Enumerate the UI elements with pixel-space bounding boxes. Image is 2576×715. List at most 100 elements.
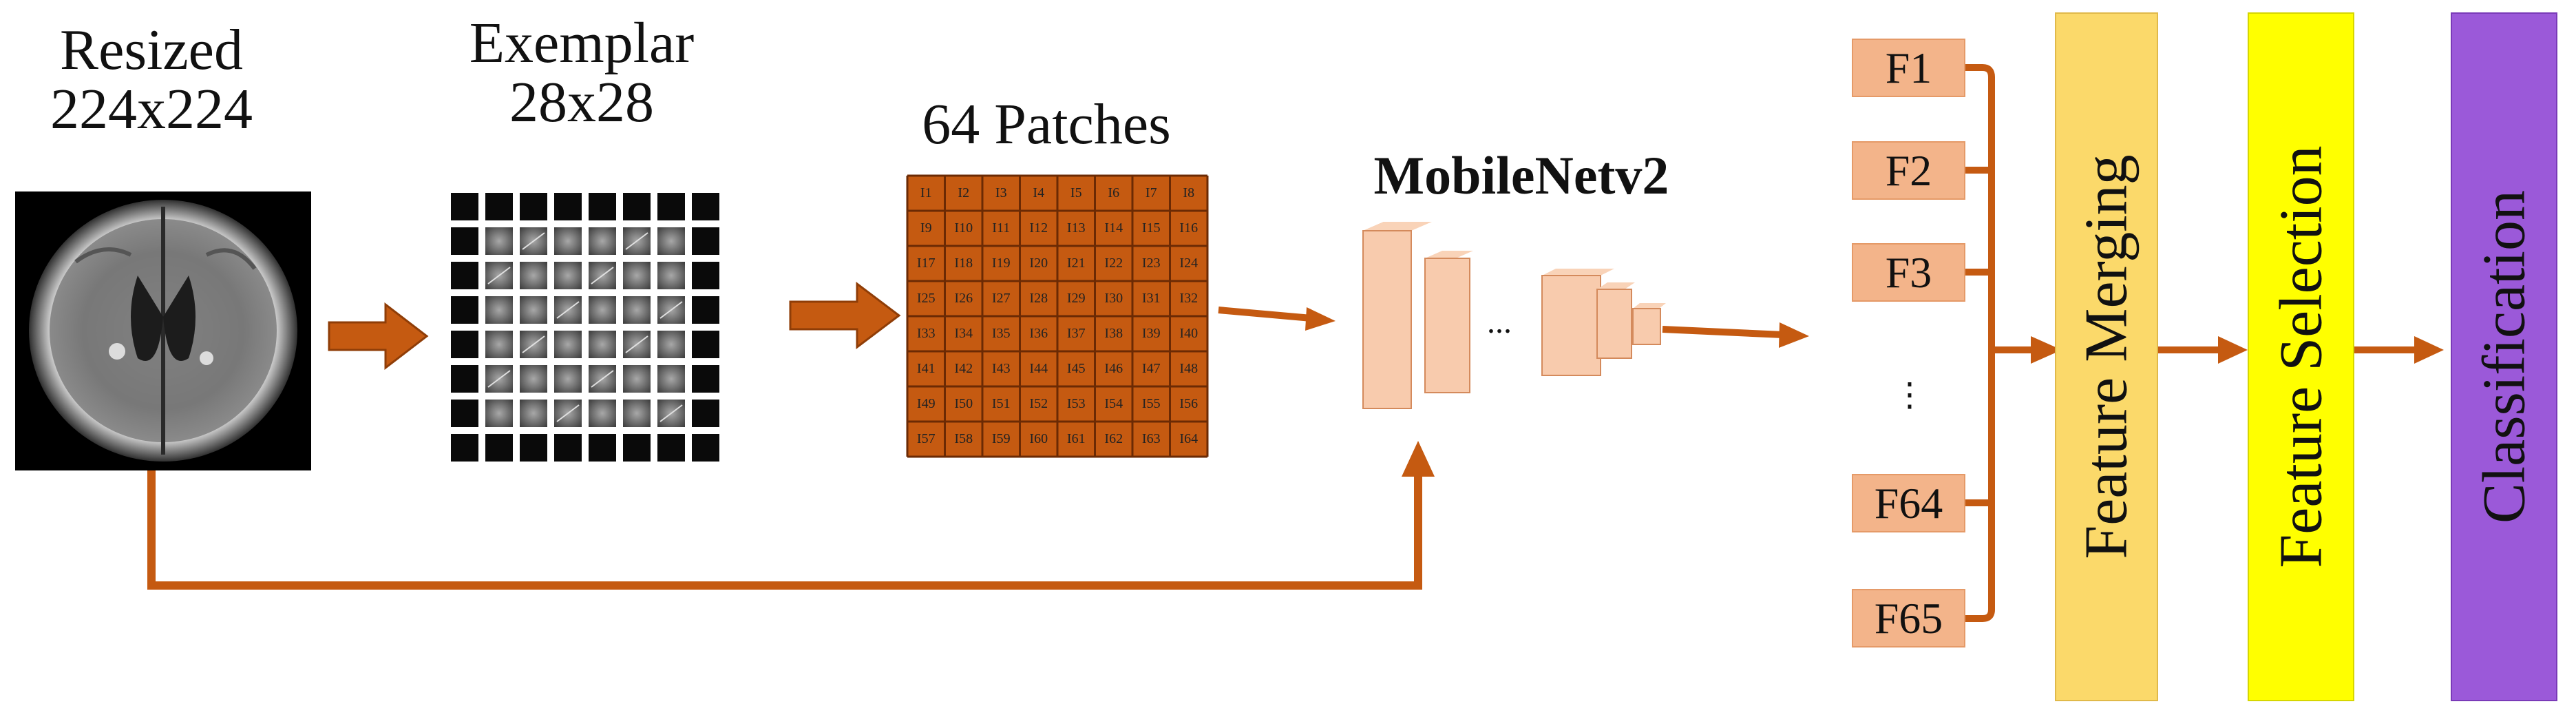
exemplar-tile <box>520 434 547 462</box>
patch-cell-label: I10 <box>954 220 973 236</box>
patch-cell-label: I13 <box>1066 220 1086 236</box>
feature-box-f1: F1 <box>1852 39 1965 97</box>
exemplar-title-line1: Exemplar <box>469 11 695 75</box>
patch-cell-label: I54 <box>1104 396 1123 411</box>
exemplar-texture <box>625 335 648 353</box>
patch-cell-label: I55 <box>1141 396 1161 411</box>
exemplar-tile <box>485 434 513 462</box>
exemplar-texture <box>487 267 511 284</box>
exemplar-tile <box>554 434 582 462</box>
patch-cell-label: I33 <box>916 326 936 341</box>
exemplar-texture <box>556 404 580 422</box>
mri-brain-image <box>15 191 311 470</box>
exemplar-tile <box>554 262 582 289</box>
exemplar-texture <box>487 370 511 388</box>
patch-cell-label: I64 <box>1179 431 1199 446</box>
exemplar-tile <box>485 400 513 427</box>
classification-block: Classification <box>2451 12 2557 701</box>
patch-cell-label: I25 <box>916 291 936 306</box>
exemplar-tile <box>485 227 513 255</box>
patch-cell-label: I51 <box>991 396 1011 411</box>
exemplar-texture <box>625 232 648 250</box>
exemplar-tile <box>692 434 719 462</box>
patch-cell-label: I21 <box>1066 256 1086 271</box>
exemplar-tile <box>589 331 616 358</box>
patch-cell-label: I61 <box>1066 431 1086 446</box>
exemplar-texture <box>591 267 614 284</box>
patch-cell-label: I18 <box>954 256 973 271</box>
exemplar-tile <box>520 365 547 393</box>
patch-cell-label: I53 <box>1066 396 1086 411</box>
patch-cell-label: I11 <box>992 220 1011 236</box>
network-ellipsis: ... <box>1487 304 1512 340</box>
exemplar-tile <box>485 331 513 358</box>
exemplar-tile <box>657 365 685 393</box>
patch-cell-label: I32 <box>1179 291 1199 306</box>
exemplar-tile <box>692 262 719 289</box>
patch-cell-label: I59 <box>991 431 1011 446</box>
patch-cell-label: I28 <box>1029 291 1048 306</box>
classification-label: Classification <box>2471 190 2537 524</box>
feature-merging-block: Feature Merging <box>2055 12 2158 701</box>
exemplar-tile <box>451 262 478 289</box>
patch-cell-label: I2 <box>958 185 970 200</box>
patch-cell-label: I4 <box>1033 185 1045 200</box>
feature-box-f2: F2 <box>1852 141 1965 200</box>
patch-cell-label: I12 <box>1029 220 1048 236</box>
patch-cell-label: I47 <box>1141 361 1161 376</box>
exemplar-texture <box>556 301 580 319</box>
exemplar-tile <box>623 434 651 462</box>
exemplar-tile <box>692 296 719 324</box>
patch-cell-label: I43 <box>991 361 1011 376</box>
feature-merging-label: Feature Merging <box>2073 154 2140 559</box>
exemplar-tile <box>657 193 685 220</box>
exemplar-tile <box>451 400 478 427</box>
exemplar-tile <box>451 434 478 462</box>
arrow-merging-to-selection <box>2155 336 2248 364</box>
patch-cell-label: I49 <box>916 396 936 411</box>
exemplar-texture <box>522 232 545 250</box>
exemplar-tile <box>520 400 547 427</box>
exemplar-tile <box>554 227 582 255</box>
patches-title: 64 Patches <box>922 92 1171 156</box>
exemplar-texture <box>522 335 545 353</box>
arrow-patches-to-network <box>1218 307 1335 331</box>
feature-box-f65: F65 <box>1852 589 1965 647</box>
exemplar-texture <box>591 370 614 388</box>
patch-cell-label: I20 <box>1029 256 1048 271</box>
exemplar-title: Exemplar 28x28 <box>427 14 737 132</box>
exemplar-tile <box>692 331 719 358</box>
exemplar-tile <box>623 400 651 427</box>
exemplar-tile <box>657 434 685 462</box>
exemplar-tile <box>623 365 651 393</box>
patch-cell-label: I60 <box>1029 431 1048 446</box>
patch-cell-label: I56 <box>1179 396 1199 411</box>
patch-cell-label: I41 <box>916 361 936 376</box>
patch-cell-label: I40 <box>1179 326 1199 341</box>
exemplar-tile <box>485 193 513 220</box>
resized-title: Resized 224x224 <box>21 21 282 139</box>
exemplar-tile <box>623 262 651 289</box>
patch-cell-label: I45 <box>1066 361 1086 376</box>
exemplar-tile <box>623 193 651 220</box>
exemplar-title-line2: 28x28 <box>509 70 654 134</box>
exemplar-tile <box>451 193 478 220</box>
patch-cell-label: I7 <box>1145 185 1157 200</box>
feature-bus <box>1965 64 2038 622</box>
patch-cell-label: I35 <box>991 326 1011 341</box>
patch-cell-label: I52 <box>1029 396 1048 411</box>
patch-cell-label: I36 <box>1029 326 1048 341</box>
mobilenet-layers <box>1362 222 1666 409</box>
patch-cell-label: I48 <box>1179 361 1199 376</box>
exemplar-tile <box>657 227 685 255</box>
patch-cell-label: I1 <box>920 185 932 200</box>
patch-cell-label: I46 <box>1104 361 1123 376</box>
block-arrow-2 <box>789 281 901 350</box>
patch-cell-label: I39 <box>1141 326 1161 341</box>
patch-cell-label: I34 <box>954 326 973 341</box>
exemplar-tile <box>589 296 616 324</box>
exemplar-tile <box>451 227 478 255</box>
exemplar-tile <box>520 193 547 220</box>
patch-cell-label: I22 <box>1104 256 1123 271</box>
